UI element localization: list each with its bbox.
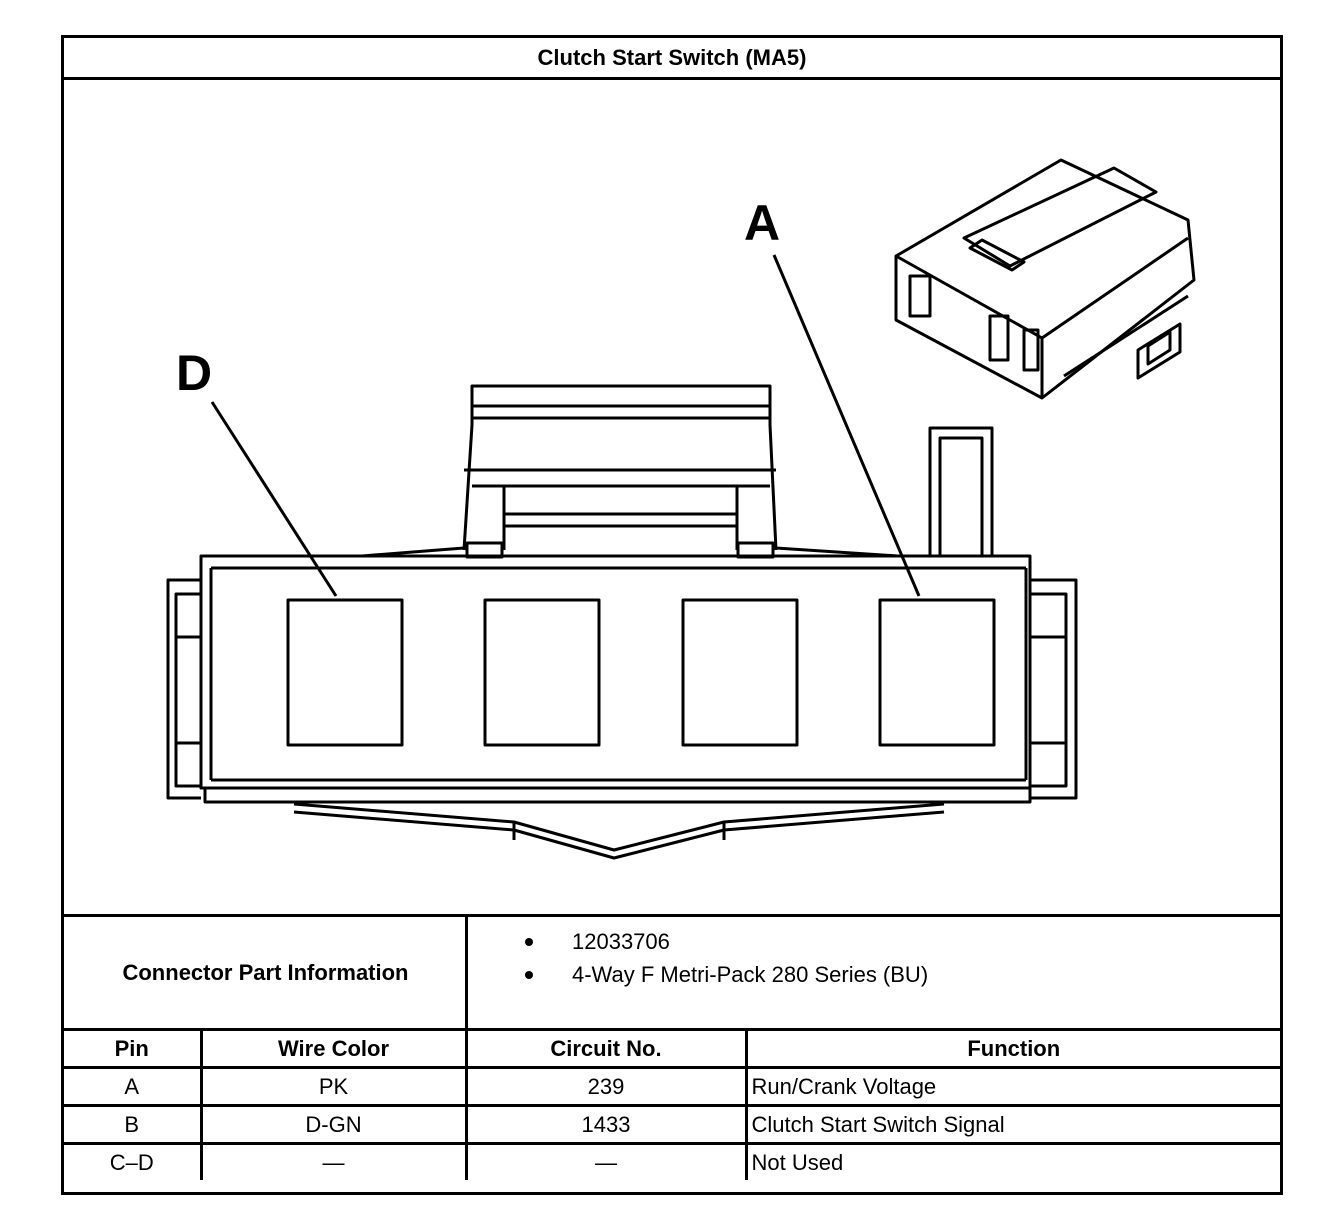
header-pin: Pin [64, 1031, 203, 1069]
cell-function: Not Used [744, 1142, 1280, 1180]
list-item: 4-Way F Metri-Pack 280 Series (BU) [468, 958, 928, 991]
connector-description: 4-Way F Metri-Pack 280 Series (BU) [572, 962, 929, 987]
diagram-title: Clutch Start Switch (MA5) [64, 38, 1280, 80]
part-number: 12033706 [572, 929, 670, 954]
diagram-frame: Clutch Start Switch (MA5) [61, 35, 1283, 1195]
cell-pin: B [64, 1104, 203, 1145]
cell-function: Run/Crank Voltage [744, 1066, 1280, 1107]
connector-face-view: D A [166, 158, 1196, 860]
table-row: C–D — — Not Used [64, 1142, 1280, 1180]
callout-label-a: A [744, 195, 780, 251]
connector-body [199, 554, 1032, 804]
cell-wire-color: D-GN [199, 1104, 468, 1145]
header-circuit: Circuit No. [464, 1031, 748, 1069]
cell-wire-color: — [199, 1142, 468, 1180]
connector-info-list: 12033706 4-Way F Metri-Pack 280 Series (… [468, 925, 928, 991]
pin-cavity-d [286, 598, 404, 747]
column-divider [465, 917, 468, 1028]
connector-iso-thumbnail [894, 158, 1196, 400]
connector-info-label: Connector Part Information [122, 959, 409, 985]
pin-cavity-b [681, 598, 799, 747]
bottom-key [293, 802, 945, 860]
cell-circuit: 1433 [464, 1104, 748, 1145]
cell-pin: C–D [64, 1142, 203, 1180]
pinout-table: Pin Wire Color Circuit No. Function A PK… [64, 1031, 1280, 1180]
table-header-row: Pin Wire Color Circuit No. Function [64, 1031, 1280, 1069]
cell-wire-color: PK [199, 1066, 468, 1107]
cell-circuit: — [464, 1142, 748, 1180]
pin-cavity-c [483, 598, 601, 747]
list-item: 12033706 [468, 925, 928, 958]
header-function: Function [744, 1031, 1280, 1069]
cell-pin: A [64, 1066, 203, 1107]
table-row: A PK 239 Run/Crank Voltage [64, 1066, 1280, 1107]
right-rib [928, 426, 994, 557]
bullet-icon [525, 938, 533, 946]
left-side-latch [166, 578, 201, 800]
table-row: B D-GN 1433 Clutch Start Switch Signal [64, 1104, 1280, 1145]
top-latch [462, 384, 778, 559]
connector-drawing: D A [64, 80, 1280, 914]
bullet-icon [525, 971, 533, 979]
cell-circuit: 239 [464, 1066, 748, 1107]
right-side-latch [1030, 578, 1078, 800]
header-wire-color: Wire Color [199, 1031, 468, 1069]
connector-part-info: Connector Part Information 12033706 4-Wa… [64, 914, 1280, 1031]
leader-line-d [210, 401, 338, 597]
callout-label-d: D [176, 345, 212, 401]
pin-cavity-a [878, 598, 996, 747]
cell-function: Clutch Start Switch Signal [744, 1104, 1280, 1145]
leader-line-a [772, 254, 921, 597]
